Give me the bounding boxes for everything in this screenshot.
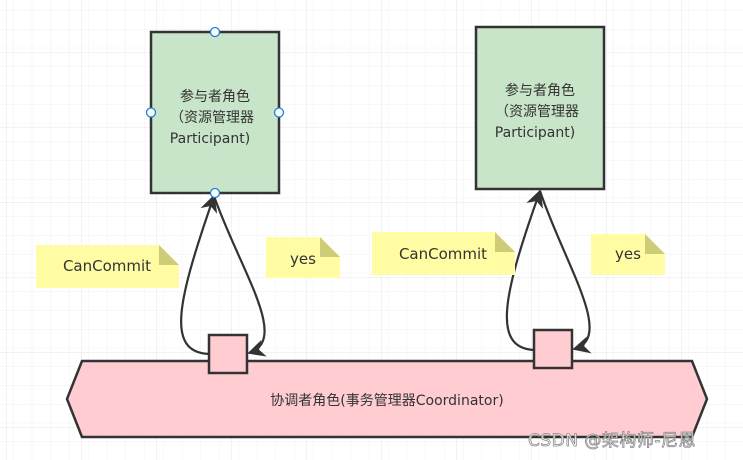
coordinator-port-2[interactable] — [532, 328, 574, 370]
note-text: yes — [615, 245, 641, 263]
note-yes-2[interactable]: yes — [591, 234, 665, 275]
note-text: yes — [290, 250, 316, 268]
note-cancommit-2[interactable]: CanCommit — [372, 232, 515, 275]
connection-handle-bottom[interactable] — [209, 187, 221, 199]
participant-label-1-line-1: 参与者角色 — [180, 88, 250, 105]
coordinator-label: 协调者角色(事务管理器Coordinator) — [270, 392, 503, 409]
edge-yes-2[interactable] — [538, 190, 592, 354]
note-text: CanCommit — [399, 245, 487, 263]
coordinator-node[interactable]: 协调者角色(事务管理器Coordinator) — [65, 359, 709, 439]
note-body — [36, 245, 179, 288]
connection-handle-right[interactable] — [273, 107, 285, 118]
note-fold — [159, 245, 179, 265]
note-fold — [320, 237, 340, 257]
connection-handle-top[interactable] — [209, 26, 221, 38]
participant-label-2-line-1: 参与者角色 — [505, 82, 575, 99]
note-text: CanCommit — [63, 257, 151, 275]
note-fold — [645, 234, 665, 254]
note-fold — [495, 232, 515, 252]
participant-label-2-line-3: Participant) — [495, 125, 575, 141]
coordinator-port-1[interactable] — [207, 333, 249, 375]
connection-handle-left[interactable] — [145, 107, 157, 118]
participant-label-2-line-2: （资源管理器 — [495, 104, 579, 120]
note-cancommit-1[interactable]: CanCommit — [36, 245, 179, 288]
watermark: CSDN @架构师-尼恩 — [528, 431, 697, 452]
note-yes-1[interactable]: yes — [266, 237, 340, 278]
note-body — [372, 232, 515, 275]
edge-yes-1[interactable] — [212, 195, 267, 357]
participant-box-2[interactable] — [474, 25, 606, 191]
participant-label-1-line-3: Participant) — [170, 131, 250, 147]
coordinator-shape[interactable] — [65, 359, 709, 439]
participant-label-1-line-2: （资源管理器 — [170, 110, 254, 126]
edge-cancommit-1[interactable] — [180, 194, 218, 356]
edges — [180, 189, 592, 357]
edge-cancommit-2[interactable] — [505, 189, 544, 352]
participant-node-2[interactable]: 参与者角色 （资源管理器 Participant) — [474, 25, 606, 191]
participant-node-1[interactable]: 参与者角色 （资源管理器 Participant) — [145, 26, 285, 199]
